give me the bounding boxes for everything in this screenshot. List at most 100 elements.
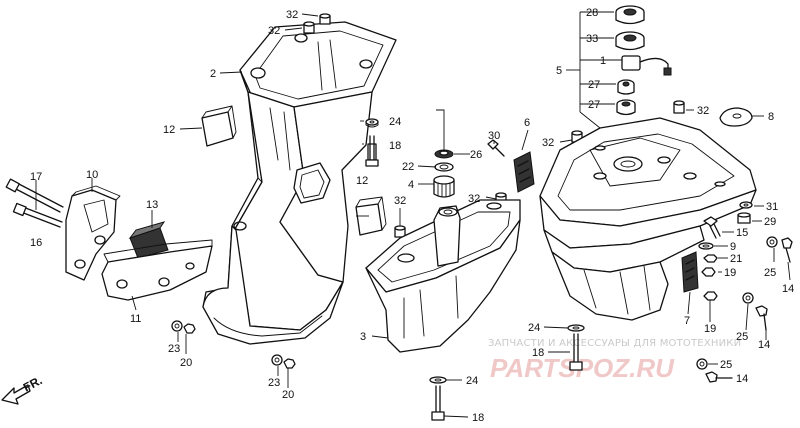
callout-18: 18 (389, 140, 401, 152)
callout-22: 22 (402, 161, 414, 173)
oil-pan-part (365, 199, 521, 353)
callout-6: 6 (524, 117, 530, 129)
cap-8 (719, 107, 753, 127)
callout-32: 32 (268, 25, 280, 37)
bearing-4 (433, 175, 455, 198)
grommet-top (319, 13, 331, 25)
bearing-28 (615, 5, 645, 25)
nut-washer-set-lower (271, 354, 296, 369)
callout-30: 30 (488, 130, 500, 142)
screw-14a (781, 237, 793, 263)
leader-lines (35, 11, 791, 418)
callout-32: 32 (286, 9, 298, 21)
bushing-27a (617, 79, 635, 95)
screw-14c (705, 371, 733, 383)
washer-24-center (567, 324, 585, 332)
callout-24: 24 (389, 116, 401, 128)
washer-9 (698, 242, 714, 250)
callout-14: 14 (782, 283, 794, 295)
grommet-center (394, 225, 406, 238)
screw-15 (703, 216, 721, 239)
callout-16: 16 (30, 237, 42, 249)
callout-11: 11 (130, 313, 141, 325)
grommet-29 (737, 212, 751, 224)
grommet-32-upper-right (673, 100, 685, 114)
callout-19: 19 (724, 267, 736, 279)
rubber-mount-left (201, 105, 237, 147)
bolt-18-upper (365, 135, 379, 167)
callout-14: 14 (758, 339, 770, 351)
callout-17: 17 (30, 171, 42, 183)
callout-20: 20 (282, 389, 294, 401)
callout-3: 3 (360, 331, 366, 343)
grommet-strip-7 (681, 251, 699, 293)
callout-28: 28 (586, 7, 598, 19)
callout-9: 9 (730, 241, 736, 253)
callout-27: 27 (588, 99, 600, 111)
bolt-18-center (569, 333, 583, 371)
grommet-top-2 (303, 21, 315, 34)
washer-22 (434, 162, 454, 172)
callout-33: 33 (586, 33, 598, 45)
callout-14: 14 (736, 373, 748, 385)
callout-18: 18 (472, 412, 484, 424)
bolt-16 (12, 202, 63, 228)
callout-29: 29 (764, 216, 776, 228)
callout-26: 26 (470, 149, 482, 161)
rubber-mount-center (355, 196, 387, 236)
callout-25: 25 (736, 331, 748, 343)
callout-27: 27 (588, 79, 600, 91)
bolt-18-lower (431, 385, 445, 421)
callout-18: 18 (532, 347, 544, 359)
callout-19: 19 (704, 323, 716, 335)
callout-31: 31 (766, 201, 778, 213)
callout-12: 12 (163, 124, 175, 136)
screw-30 (487, 139, 505, 157)
callout-12: 12 (356, 175, 368, 187)
callout-5: 5 (556, 65, 562, 77)
watermark-text: ЗАПЧАСТИ И АКСЕССУАРЫ ДЛЯ МОТОТЕХНИКИ (488, 338, 741, 349)
callout-32: 32 (394, 195, 406, 207)
callout-20: 20 (180, 357, 192, 369)
bushing-27b (616, 99, 636, 116)
grommet-strip-6 (513, 151, 535, 193)
callout-32: 32 (468, 193, 480, 205)
washer-25c (696, 358, 708, 370)
nut-19-lower (703, 291, 718, 301)
nut-21 (703, 254, 718, 263)
callout-24: 24 (466, 375, 478, 387)
callout-25: 25 (764, 267, 776, 279)
bearing-33 (615, 31, 645, 51)
nut-washer-set-upper (171, 320, 196, 334)
callout-15: 15 (736, 227, 748, 239)
sensor-1 (621, 55, 672, 76)
callout-8: 8 (768, 111, 774, 123)
callout-13: 13 (146, 199, 158, 211)
callout-23: 23 (168, 343, 180, 355)
bracket-assembly (65, 185, 213, 301)
gear-case-part (539, 117, 757, 321)
front-direction-indicator: FR. (1, 373, 44, 405)
screw-14b (755, 305, 768, 331)
callout-24: 24 (528, 322, 540, 334)
washer-24-lower (429, 376, 447, 384)
extension-case-part (202, 21, 397, 345)
callout-2: 2 (210, 68, 216, 80)
callout-7: 7 (684, 315, 690, 327)
bolt-17 (5, 178, 64, 213)
washer-25b (742, 292, 754, 304)
callout-21: 21 (730, 253, 742, 265)
callout-32: 32 (542, 137, 554, 149)
nut-19-upper (701, 267, 716, 277)
callout-10: 10 (86, 169, 98, 181)
callout-25: 25 (720, 359, 732, 371)
callout-numbers: 32 32 2 12 24 18 17 10 16 13 11 23 20 23… (30, 7, 794, 424)
callout-32: 32 (697, 105, 709, 117)
washer-24-upper (365, 118, 379, 128)
washer-31 (739, 201, 753, 209)
callout-4: 4 (408, 179, 414, 191)
callout-23: 23 (268, 377, 280, 389)
callout-1: 1 (600, 55, 606, 67)
